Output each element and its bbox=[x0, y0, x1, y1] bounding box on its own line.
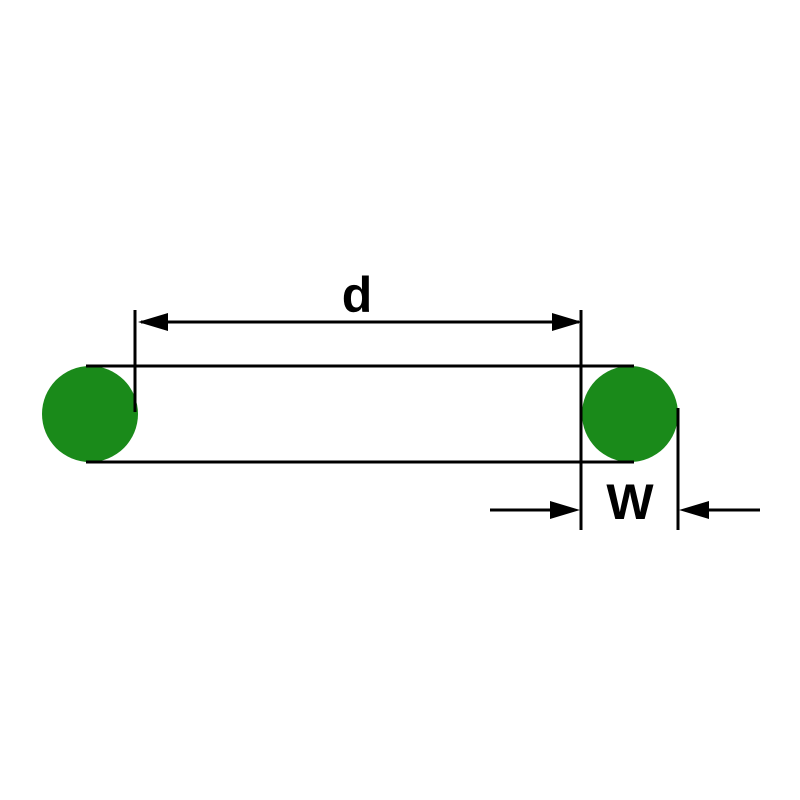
d-arrowhead-right bbox=[552, 313, 582, 331]
d-dimension-label: d bbox=[342, 267, 373, 323]
w-arrowhead-right bbox=[679, 501, 709, 519]
oring-cross-section-right bbox=[582, 366, 678, 462]
d-arrowhead-left bbox=[138, 313, 168, 331]
w-dimension-label: W bbox=[606, 474, 654, 530]
oring-cross-section-left bbox=[42, 366, 138, 462]
w-arrowhead-left bbox=[550, 501, 580, 519]
